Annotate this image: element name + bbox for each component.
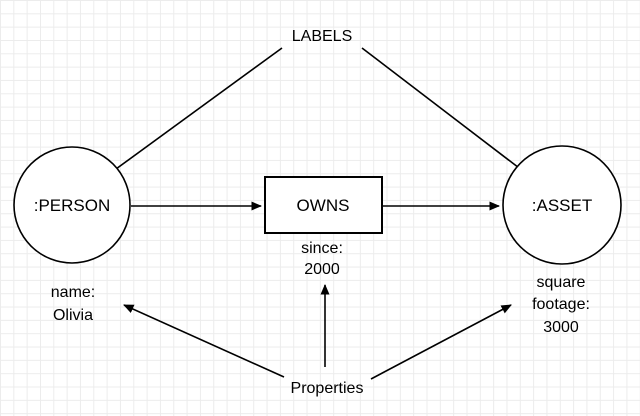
asset-node-label: :ASSET [532,196,592,215]
asset-node-circle [502,145,622,265]
relationship-property-value: 2000 [304,261,340,278]
asset-property-key-line2: footage: [532,296,590,313]
owns-relationship-label: OWNS [297,196,350,215]
person-property-value: Olivia [53,307,93,324]
labels-to-asset-arrow [361,47,541,185]
person-node-label: :PERSON [34,196,111,215]
properties-to-name-arrow [123,304,285,378]
properties-annotation: Properties [291,380,364,397]
asset-property-value: 3000 [543,319,579,336]
relationship-property-key: since: [301,240,343,257]
properties-to-footage-arrow [370,304,512,380]
labels-annotation: LABELS [292,28,352,45]
owns-relationship-box [264,176,383,234]
asset-property-key-line1: square [537,274,586,291]
person-node-circle [13,146,131,264]
labels-to-person-arrow [93,47,283,186]
person-property-key: name: [51,284,95,301]
